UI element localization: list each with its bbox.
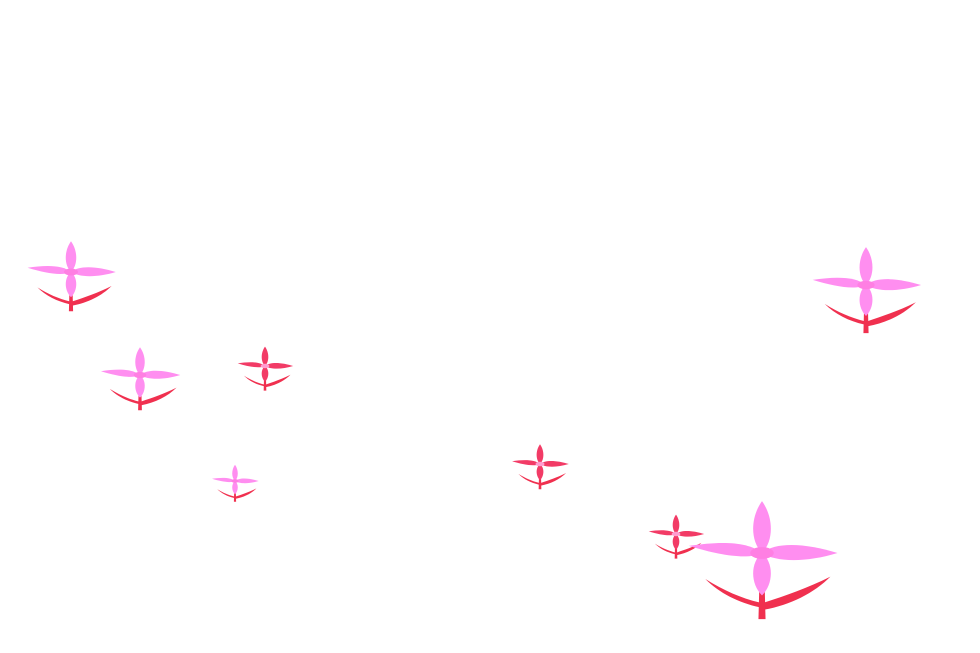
flower-leaf-right	[867, 302, 916, 327]
flower-petal	[135, 347, 145, 375]
flower-petal	[812, 277, 866, 288]
flower-red-pink	[237, 346, 294, 391]
flower-center	[64, 268, 78, 276]
flower-petal	[27, 266, 72, 275]
flower-petal	[648, 530, 676, 536]
flower-light-pink	[812, 247, 922, 334]
flower-petal	[512, 460, 540, 466]
flower-petal	[232, 464, 238, 481]
flower-leaf-right	[235, 488, 257, 499]
flower-petal	[672, 514, 680, 534]
flower-petal	[237, 362, 265, 368]
flower-center	[260, 363, 270, 369]
flower-leaf-right	[265, 374, 291, 388]
flower-center	[231, 479, 239, 483]
flower-leaf-left	[109, 388, 139, 404]
flower-petal	[688, 542, 762, 557]
flower-light-pink	[688, 501, 838, 620]
flower-petal	[261, 366, 269, 382]
flower-petal	[65, 272, 77, 298]
flower-center	[535, 461, 545, 467]
flower-center	[857, 280, 875, 290]
flower-leaf-right	[141, 387, 177, 406]
flower-leaf-left	[824, 303, 865, 325]
flower-petal	[65, 241, 77, 272]
flower-petal	[265, 363, 294, 369]
flower-petal	[676, 531, 705, 537]
flower-petal	[536, 464, 544, 481]
flower-leaf-right	[764, 576, 831, 610]
flower-center	[133, 371, 147, 379]
flower-leaf-left	[705, 578, 760, 608]
flower-leaf-right	[676, 542, 702, 556]
flower-petal	[212, 477, 235, 483]
flower-petal	[866, 279, 922, 291]
flower-leaf-right	[540, 473, 567, 486]
flower-petal	[232, 481, 238, 495]
flower-leaf-left	[217, 489, 235, 499]
flower-petal	[859, 285, 873, 316]
flower-petal	[261, 346, 269, 366]
flower-petal	[753, 501, 771, 553]
flower-light-pink	[100, 347, 181, 411]
flower-petal	[235, 478, 259, 484]
flower-leaf-left	[654, 543, 676, 555]
flower-red-pink	[648, 514, 705, 559]
flower-petal	[135, 375, 145, 398]
flower-petal	[859, 247, 873, 285]
flower-petal	[540, 460, 569, 467]
flower-center	[750, 547, 774, 559]
flower-red-pink	[512, 444, 569, 490]
flower-leaf-left	[37, 287, 70, 305]
flower-petal	[536, 444, 544, 464]
flower-light-pink	[212, 464, 259, 502]
flower-petal	[672, 534, 680, 550]
flower-leaf-right	[72, 286, 112, 306]
flower-leaf-left	[243, 375, 265, 387]
flower-petal	[762, 545, 838, 561]
flower-petal	[753, 553, 771, 596]
flower-light-pink	[27, 241, 116, 312]
flower-leaf-left	[518, 473, 540, 485]
flower-petal	[140, 370, 181, 379]
flower-petal	[71, 267, 116, 277]
flower-center	[671, 531, 681, 537]
flower-petal	[100, 369, 140, 377]
